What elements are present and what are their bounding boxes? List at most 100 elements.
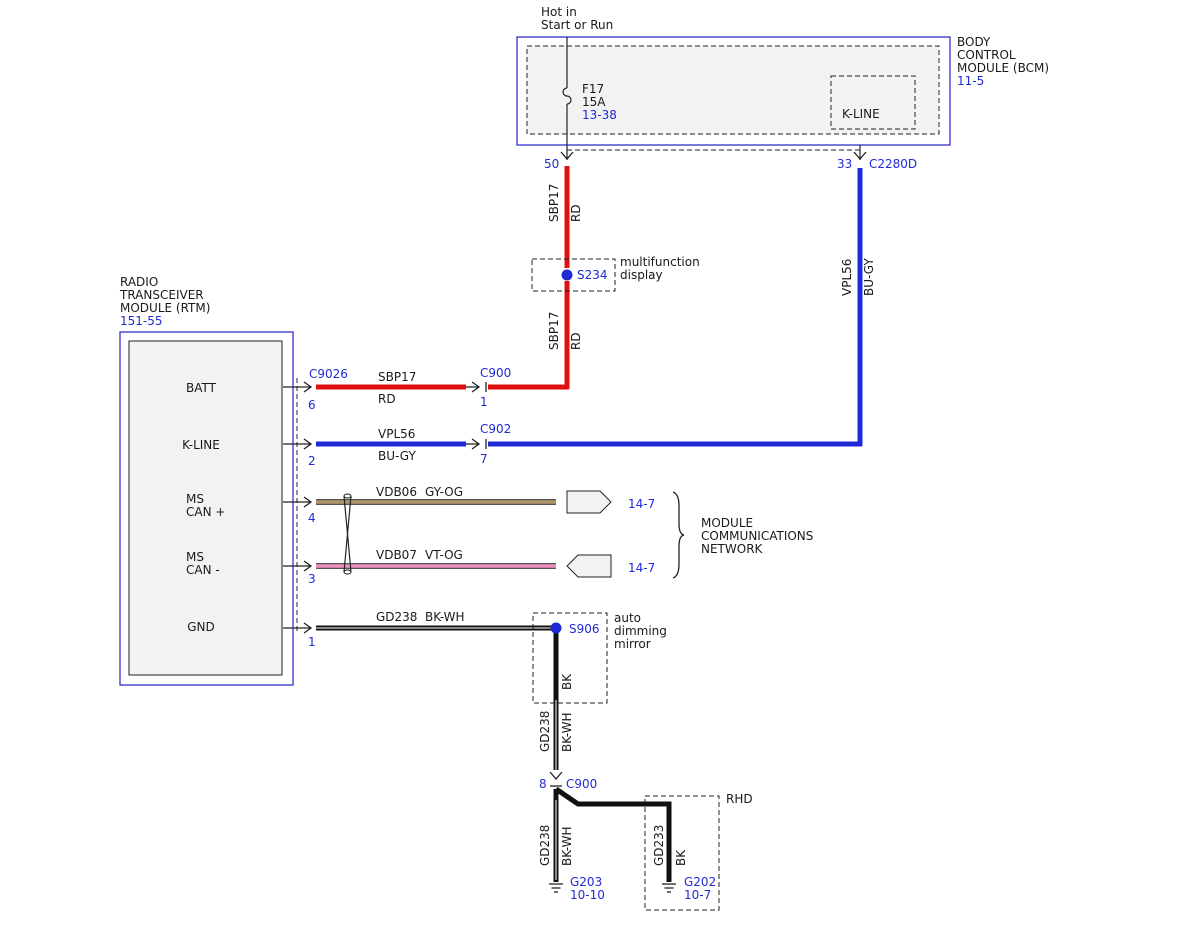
splice-s234-line1: multifunction	[620, 255, 700, 269]
rtm-pin-batt: BATT	[186, 381, 217, 395]
rtm-pin-mscan-plus-1: MS	[186, 492, 204, 506]
rtm-pin-gnd: GND	[187, 620, 215, 634]
rtm-title-line3: MODULE (RTM)	[120, 301, 210, 315]
wire-sbp17-upper-color: RD	[569, 204, 583, 222]
bcm-connector: C2280D	[869, 157, 917, 171]
fuse-rating: 15A	[582, 95, 606, 109]
wire-gd238-vert-circuit: GD238	[538, 711, 552, 752]
bcm-title-line2: CONTROL	[957, 48, 1016, 62]
rhd-box	[644, 795, 720, 911]
c900-bottom-pin: 8	[539, 777, 547, 791]
ground-g203-name: G203	[570, 875, 602, 889]
wire-gd238-vert-color: BK-WH	[560, 712, 574, 752]
fuse-ref: 13-38	[582, 108, 617, 122]
network-ref-plus: 14-7	[628, 497, 655, 511]
ground-g203-icon	[549, 883, 563, 893]
splice-s906-line3: mirror	[614, 637, 651, 651]
c902-arrow-icon	[466, 438, 481, 450]
splice-s234-dot	[561, 269, 573, 281]
wire-gd233-color: BK	[674, 849, 688, 866]
wire-sbp17-horiz-circuit: SBP17	[378, 370, 416, 384]
splice-s234-box	[531, 258, 616, 292]
bcm-title-line1: BODY	[957, 35, 991, 49]
rtm-pin-mscan-minus-1: MS	[186, 550, 204, 564]
splice-s234-id: S234	[577, 268, 608, 282]
wire-sbp17	[316, 166, 570, 390]
network-plus-connector-icon	[566, 490, 612, 514]
network-label-line2: COMMUNICATIONS	[701, 529, 813, 543]
power-feed: Hot in Start or Run F17 15A 13-38	[541, 5, 617, 160]
rtm-ref: 151-55	[120, 314, 163, 328]
bcm-ref: 11-5	[957, 74, 984, 88]
bcm-kline-label: K-LINE	[842, 107, 880, 121]
wire-vpl56-vert-circuit: VPL56	[840, 259, 854, 296]
rtm-pin-number-mscan-plus: 4	[308, 511, 316, 525]
power-label-line1: Hot in	[541, 5, 577, 19]
rtm-title-line2: TRANSCEIVER	[119, 288, 204, 302]
wire-vpl56-vert-color: BU-GY	[862, 258, 876, 296]
rtm-batt-arrow-icon	[283, 381, 313, 393]
rtm-mscan-plus-arrow-icon	[283, 496, 313, 508]
rtm-mscan-minus-arrow-icon	[283, 560, 313, 572]
ground-g203-ref: 10-10	[570, 888, 605, 902]
bcm-inner-area	[526, 45, 940, 135]
rtm-module: RADIO TRANSCEIVER MODULE (RTM) 151-55 BA…	[119, 275, 294, 686]
bcm-pin-batt: 50	[544, 157, 559, 171]
splice-s906-box	[532, 612, 608, 704]
wire-sbp17-lower-circuit: SBP17	[547, 312, 561, 350]
wire-vdb06-color: GY-OG	[425, 485, 463, 499]
power-label-line2: Start or Run	[541, 18, 613, 32]
bcm-pin33-arrow-icon	[853, 151, 867, 160]
wire-gd238-horiz-color: BK-WH	[425, 610, 465, 624]
wire-gd238-horiz-circuit: GD238	[376, 610, 417, 624]
rtm-pin-number-batt: 6	[308, 398, 316, 412]
wire-sbp17-upper-circuit: SBP17	[547, 184, 561, 222]
network-minus-connector-icon	[566, 554, 612, 578]
rtm-pin-number-kline: 2	[308, 454, 316, 468]
wire-gd233-circuit: GD233	[652, 825, 666, 866]
c900-top-arrow-icon	[466, 381, 481, 393]
splice-s906-line1: auto	[614, 611, 641, 625]
rhd-label: RHD	[726, 792, 753, 806]
bcm-title-line3: MODULE (BCM)	[957, 61, 1049, 75]
bcm-outline	[516, 36, 951, 146]
c902-pin: 7	[480, 452, 488, 466]
splice-s906-line2: dimming	[614, 624, 667, 638]
splice-s234-line2: display	[620, 268, 663, 282]
splice-s906-id: S906	[569, 622, 600, 636]
c900-bottom-name: C900	[566, 777, 597, 791]
network-ref-minus: 14-7	[628, 561, 655, 575]
network-brace-icon	[672, 491, 685, 579]
rtm-inner-area	[128, 340, 283, 676]
rtm-pin-arrows	[283, 381, 313, 634]
fuse-icon	[562, 87, 572, 105]
wire-s906-stub-color: BK	[560, 673, 574, 690]
wire-vpl56-horiz-color: BU-GY	[378, 449, 416, 463]
rtm-pin-mscan-minus-2: CAN -	[186, 563, 220, 577]
bcm-module: K-LINE BODY CONTROL MODULE (BCM) 11-5	[516, 35, 1049, 146]
rtm-title-line1: RADIO	[120, 275, 158, 289]
wire-gd238-lower-circuit: GD238	[538, 825, 552, 866]
network-label-line1: MODULE	[701, 516, 753, 530]
wire-vpl56-horiz-circuit: VPL56	[378, 427, 415, 441]
rtm-gnd-arrow-icon	[283, 622, 313, 634]
wire-vdb07-color: VT-OG	[425, 548, 463, 562]
c900-bottom-arrow-icon	[549, 771, 563, 780]
wire-vdb06-circuit: VDB06	[376, 485, 417, 499]
c902-name: C902	[480, 422, 511, 436]
wire-gd238-lower-color: BK-WH	[560, 826, 574, 866]
ground-g202-ref: 10-7	[684, 888, 711, 902]
rtm-pin-number-gnd: 1	[308, 635, 316, 649]
twisted-pair-icon	[343, 493, 352, 575]
rtm-pin-number-mscan-minus: 3	[308, 572, 316, 586]
rtm-pin-mscan-plus-2: CAN +	[186, 505, 225, 519]
rtm-kline-arrow-icon	[283, 438, 313, 450]
wire-vdb07-circuit: VDB07	[376, 548, 417, 562]
fuse-name: F17	[582, 82, 604, 96]
rtm-outline	[119, 331, 294, 686]
bcm-kline-box	[830, 75, 916, 130]
wire-gd233	[554, 786, 672, 882]
wire-sbp17-horiz-color: RD	[378, 392, 396, 406]
bcm-pin-kline: 33	[837, 157, 852, 171]
wire-vpl56	[316, 168, 863, 447]
